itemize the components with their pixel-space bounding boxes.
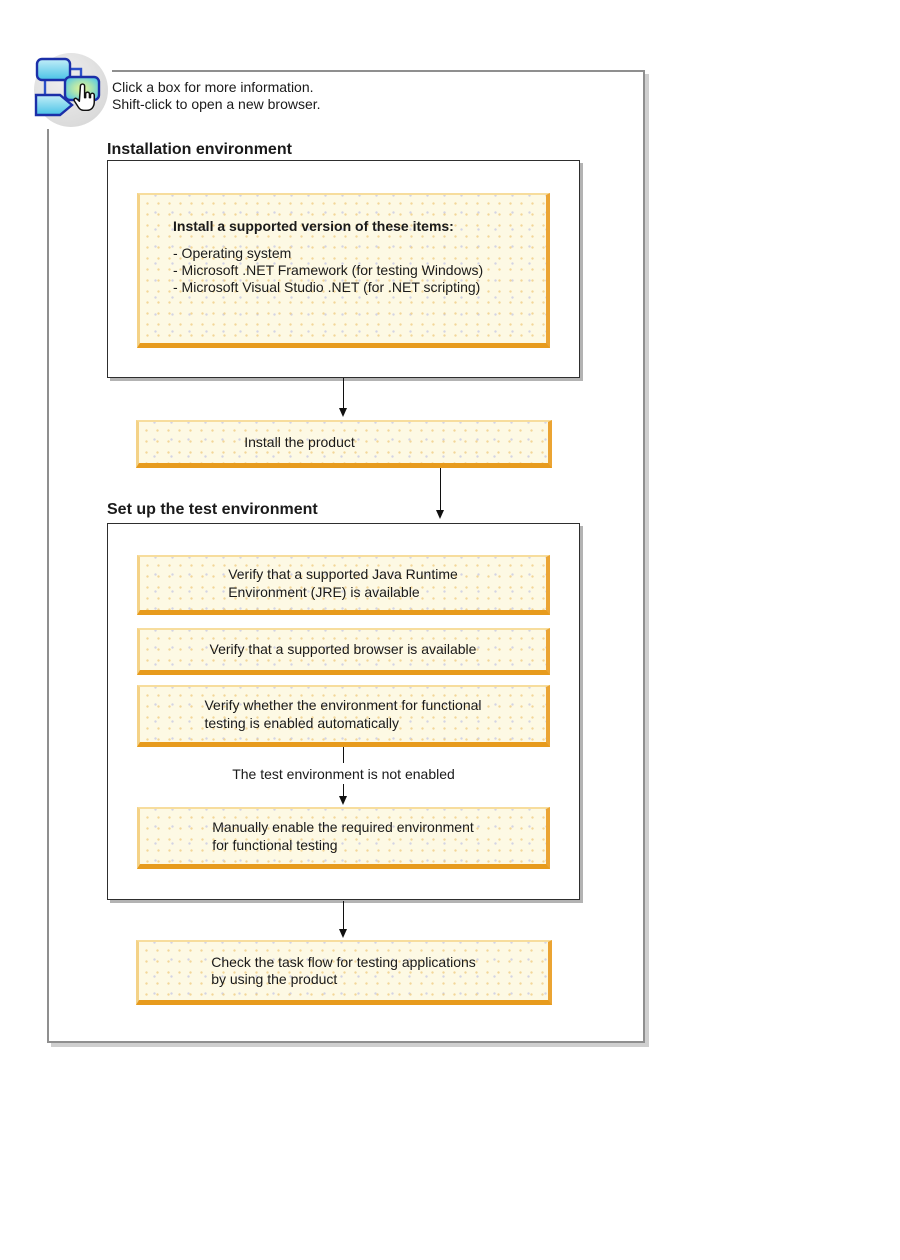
not-enabled-label: The test environment is not enabled — [232, 766, 455, 782]
verify-functional-line-2: testing is enabled automatically — [204, 714, 400, 731]
heading-installation-environment: Installation environment — [107, 141, 292, 158]
arrowhead-to-install-product — [339, 408, 347, 417]
verify-functional-line-1: Verify whether the environment for funct… — [204, 697, 482, 713]
check-task-flow-line-1: Check the task flow for testing applicat… — [211, 953, 476, 970]
verify-jre-line-1: Verify that a supported Java Runtime — [228, 566, 458, 582]
install-product-label: Install the product — [244, 433, 355, 450]
arrowhead-to-check-task-flow — [339, 929, 347, 938]
connector-line-top — [343, 747, 344, 763]
install-product-box[interactable]: Install the product — [136, 420, 552, 468]
verify-browser-label: Verify that a supported browser is avail… — [209, 641, 477, 658]
manually-enable-line-2: for functional testing — [212, 836, 338, 853]
arrowhead-to-test-environment — [436, 510, 444, 519]
hand-cursor-icon — [73, 83, 95, 112]
check-task-flow-line-2: by using the product — [211, 971, 338, 987]
item-operating-system: - Operating system — [173, 244, 292, 261]
arrow-line-to-test-environment — [440, 468, 441, 511]
verify-jre-box[interactable]: Verify that a supported Java Runtime Env… — [137, 555, 550, 615]
verify-browser-box[interactable]: Verify that a supported browser is avail… — [137, 628, 550, 675]
flowchart-click-icon — [28, 50, 112, 129]
manually-enable-line-1: Manually enable the required environment — [212, 819, 474, 835]
icon-pentagon — [34, 93, 74, 117]
manually-enable-box[interactable]: Manually enable the required environment… — [137, 807, 550, 869]
install-supported-items-box[interactable]: Install a supported version of these ite… — [137, 193, 550, 348]
item-dotnet-framework: - Microsoft .NET Framework (for testing … — [173, 261, 484, 278]
verify-jre-line-2: Environment (JRE) is available — [228, 583, 420, 600]
arrowhead-to-manual-enable — [339, 796, 347, 805]
arrow-line-to-check-task-flow — [343, 901, 344, 930]
verify-functional-env-box[interactable]: Verify whether the environment for funct… — [137, 685, 550, 747]
heading-setup-test-environment: Set up the test environment — [107, 501, 318, 518]
connector-line-bottom — [343, 784, 344, 798]
legend-line-1: Click a box for more information. — [112, 79, 314, 95]
item-visual-studio: - Microsoft Visual Studio .NET (for .NET… — [173, 278, 481, 295]
legend-text: Click a box for more information. Shift-… — [112, 79, 321, 112]
arrow-line-to-install-product — [343, 378, 344, 409]
check-task-flow-box[interactable]: Check the task flow for testing applicat… — [136, 940, 552, 1005]
items-box-title: Install a supported version of these ite… — [173, 218, 454, 234]
legend-line-2: Shift-click to open a new browser. — [112, 95, 321, 112]
